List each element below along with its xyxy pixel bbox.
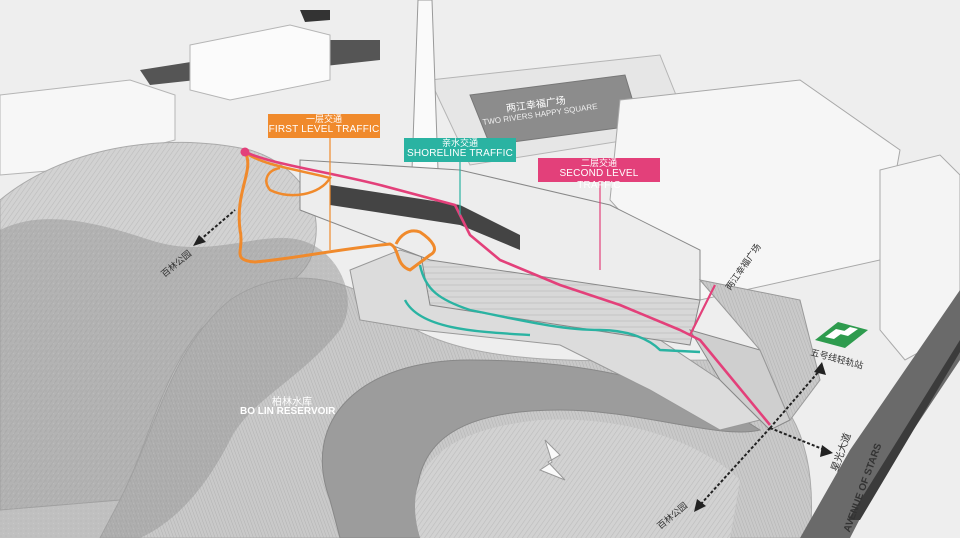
reservoir-label-en: BO LIN RESERVOIR (240, 406, 336, 417)
callout-second-level-en: SECOND LEVEL TRAFFIC (559, 168, 639, 191)
callout-shoreline-en: SHORELINE TRAFFIC (406, 148, 513, 160)
direction-arrow-icon (193, 209, 236, 246)
glass-band (330, 185, 520, 250)
callout-shoreline: 亲水交通 SHORELINE TRAFFIC (404, 138, 516, 162)
callout-second-level: 二层交通 SECOND LEVEL TRAFFIC (538, 158, 660, 191)
callout-first-level-en: FIRST LEVEL TRAFFIC (268, 124, 380, 136)
reservoir-channel (321, 359, 762, 538)
reservoir (0, 219, 348, 538)
start-node (240, 147, 250, 157)
avenue (800, 290, 960, 538)
callout-first-level: 一层交通 FIRST LEVEL TRAFFIC (268, 114, 380, 138)
second-level-route (244, 150, 772, 426)
top-road-right (300, 10, 330, 22)
metro-logo-icon (815, 322, 868, 348)
direction-arrow-icon (694, 427, 771, 512)
island (415, 419, 740, 538)
ramp (688, 329, 791, 431)
right-slope (698, 279, 821, 421)
building-mid (189, 24, 331, 101)
shoreline-route (403, 264, 701, 354)
callout-second-level-cn: 二层交通 (580, 158, 617, 168)
reservoir-label-cn: 柏林水库 (272, 397, 312, 408)
callout-shoreline-cn: 亲水交通 (441, 138, 478, 148)
avenue-lane (848, 340, 960, 520)
second-level-branch (689, 284, 716, 336)
direction-arrow-icon (769, 362, 826, 429)
direction-arrow-icon (769, 427, 833, 457)
first-level-route-2 (244, 151, 332, 197)
right-tower (879, 154, 960, 361)
callout-first-level-cn: 一层交通 (305, 114, 342, 124)
first-level-route (237, 151, 436, 272)
island-lightning (538, 439, 566, 481)
